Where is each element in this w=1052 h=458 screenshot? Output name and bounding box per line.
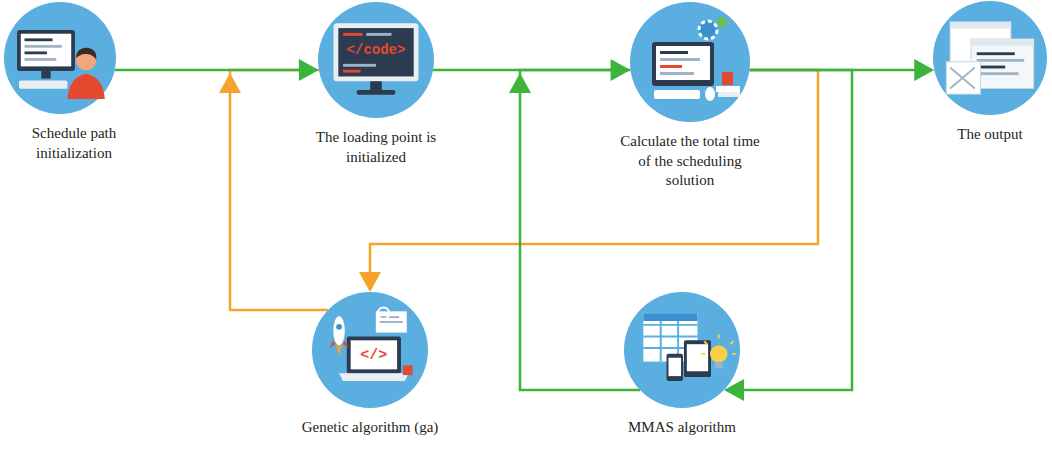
code-tag: </code> — [347, 43, 406, 57]
node-caption: Schedule path initialization — [4, 124, 144, 163]
icon-circle-node: The loading point is initialized — [301, 2, 451, 167]
icon-circle — [4, 2, 116, 114]
node-caption: The loading point is initialized — [301, 128, 451, 167]
flow-line — [230, 70, 328, 310]
flow-arrow — [115, 59, 319, 81]
icon-circle-node: Schedule path initialization — [0, 2, 130, 163]
flow-line — [115, 69, 305, 72]
arrow-head — [359, 272, 381, 292]
icon-circle — [318, 2, 434, 118]
flow-line — [738, 70, 852, 390]
node-caption: The output — [935, 125, 1045, 145]
icon-circle-node: MMAS algorithm — [602, 292, 762, 438]
arrow-head — [299, 59, 319, 81]
arrow-head — [509, 73, 531, 93]
node-caption: MMAS algorithm — [602, 418, 762, 438]
arrow-head — [219, 73, 241, 93]
icon-circle-node: The output — [933, 1, 1047, 145]
icon-circle — [624, 292, 740, 408]
icon-circle-node: Calculate the total time of the scheduli… — [615, 2, 765, 191]
icon-circle — [933, 1, 1047, 115]
icon-circle-node: Genetic algorithm (ga) — [250, 292, 490, 438]
code-tag: </> — [360, 347, 387, 362]
flow-arrow — [219, 70, 328, 310]
node-caption: Genetic algorithm (ga) — [250, 418, 490, 438]
flow-arrow — [724, 70, 852, 401]
node-caption: Calculate the total time of the scheduli… — [615, 132, 765, 191]
arrow-head — [914, 59, 934, 81]
flow-line — [520, 70, 640, 390]
flow-arrow — [509, 70, 640, 390]
flow-line — [370, 70, 818, 278]
flow-arrow — [359, 70, 818, 292]
icon-circle — [630, 2, 750, 122]
